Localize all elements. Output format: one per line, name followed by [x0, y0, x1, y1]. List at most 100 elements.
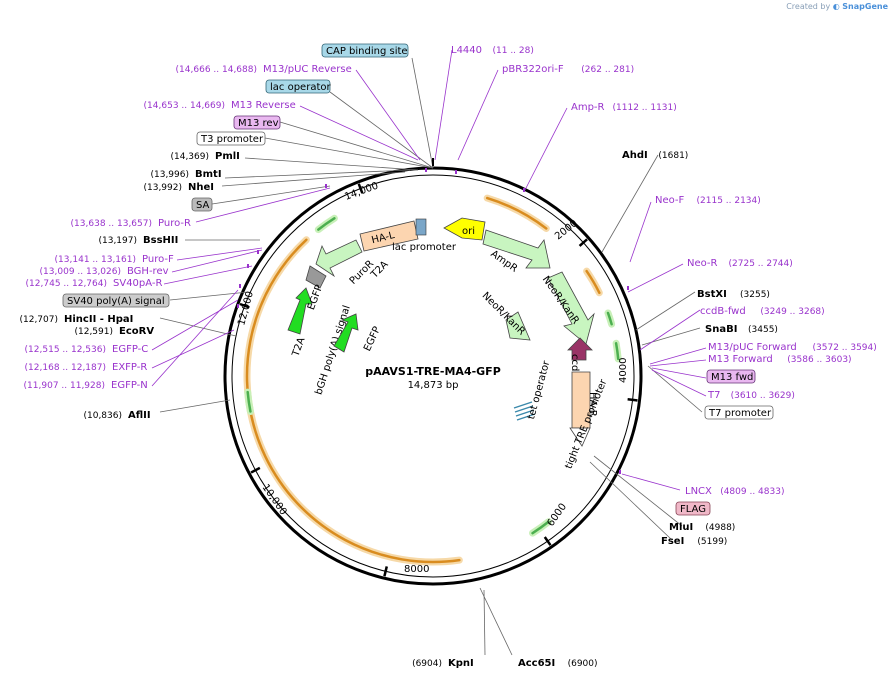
- leader-line: [151, 329, 235, 369]
- leader-line: [159, 399, 231, 413]
- tick-mark: [250, 466, 261, 474]
- t2a-mark: [305, 265, 327, 289]
- ori-feature[interactable]: [443, 217, 486, 241]
- primer-name: Neo-R: [687, 258, 718, 269]
- leader-line: [651, 367, 707, 379]
- backbone-inner: [231, 174, 635, 578]
- feature-box-label: SA: [196, 200, 210, 211]
- leader-line: [411, 57, 434, 169]
- primer-site-mark: [257, 250, 259, 254]
- enzyme-position: (6900): [568, 659, 598, 669]
- orf-arc: [317, 217, 336, 231]
- tight-tre-arrow: [569, 427, 591, 447]
- primer-name: M13 Forward: [708, 354, 773, 365]
- ha-r-label: HA-R: [587, 392, 598, 417]
- leader-line: [244, 157, 419, 171]
- leader-line: [629, 201, 652, 263]
- leader-line: [627, 263, 684, 293]
- primer-site-mark: [325, 184, 327, 188]
- feature-box[interactable]: [233, 115, 281, 130]
- enzyme-name: KpnI: [448, 658, 474, 669]
- enzyme-name: AflII: [128, 410, 151, 421]
- enzyme-name: Acc65I: [518, 658, 555, 669]
- enzyme-position: (3455): [748, 325, 778, 335]
- leader-line: [171, 249, 263, 273]
- enzyme-position: (14,369): [170, 152, 209, 162]
- feature-box[interactable]: [191, 197, 213, 212]
- primer-site-mark: [627, 286, 629, 290]
- leader-line: [651, 369, 707, 397]
- leader-line: [176, 247, 263, 261]
- primer-name: ccdB-fwd: [700, 306, 746, 317]
- feature-box[interactable]: [196, 131, 266, 146]
- enzyme-name: SnaBI: [705, 324, 737, 335]
- primer-range: (14,653 .. 14,669): [144, 101, 225, 111]
- primer-name: T7: [707, 390, 720, 401]
- feature-box[interactable]: [675, 501, 711, 516]
- orf-arc: [246, 390, 252, 413]
- tick-label: 14,000: [343, 181, 380, 203]
- enzyme-position: (5199): [697, 537, 727, 547]
- feature-box-label: CAP binding site: [326, 46, 408, 57]
- tick-label: 4000: [618, 358, 629, 383]
- enzyme-position: (10,836): [83, 411, 122, 421]
- primer-name: M13 Reverse: [231, 100, 296, 111]
- orf-arc: [245, 238, 461, 564]
- leader-line: [169, 291, 249, 301]
- egfp-feature-1[interactable]: [287, 287, 313, 335]
- tick-mark: [357, 183, 364, 194]
- enzyme-position: (6904): [412, 659, 442, 669]
- leader-line: [589, 461, 673, 541]
- primer-range: (3572 .. 3594): [813, 343, 877, 353]
- leader-line: [299, 105, 419, 161]
- egfp-label-1: EGFP: [306, 283, 325, 311]
- neor-kanr-feature-1[interactable]: [547, 271, 595, 345]
- snapgene-logo-icon: ◐: [832, 2, 840, 11]
- primer-site-mark: [239, 284, 241, 288]
- feature-box-label: lac operator: [270, 82, 331, 93]
- feature-box[interactable]: [704, 405, 774, 420]
- egfp-feature-2[interactable]: [333, 313, 359, 353]
- ampr-feature[interactable]: [482, 229, 551, 269]
- tick-label: 2000: [553, 218, 580, 242]
- tick-mark: [543, 536, 552, 546]
- tick-label: 8000: [404, 564, 429, 575]
- leader-line: [647, 365, 703, 413]
- feature-box[interactable]: [62, 293, 170, 308]
- primer-range: (3610 .. 3629): [731, 391, 795, 401]
- leader-line: [195, 187, 331, 223]
- enzyme-name: BmtI: [195, 169, 222, 180]
- feature-box[interactable]: [321, 43, 409, 58]
- puror-feature[interactable]: [315, 239, 363, 278]
- leader-line: [264, 137, 434, 169]
- neor-kanr-feature-2[interactable]: [505, 311, 531, 341]
- primer-range: (3586 .. 3603): [787, 355, 851, 365]
- primer-name: Puro-F: [142, 254, 174, 265]
- primer-range: (11,907 .. 11,928): [24, 381, 105, 391]
- primer-range: (13,638 .. 13,657): [71, 219, 152, 229]
- enzyme-position: (12,707): [19, 315, 58, 325]
- ha-l-feature[interactable]: [359, 220, 419, 252]
- feature-box-label: T7 promoter: [708, 408, 772, 419]
- feature-box[interactable]: [706, 369, 756, 384]
- primer-range: (2115 .. 2134): [697, 196, 761, 206]
- primer-range: (12,515 .. 12,536): [25, 345, 106, 355]
- primer-range: (12,168 .. 12,187): [25, 363, 106, 373]
- feature-box[interactable]: [265, 79, 331, 94]
- orf-arc: [485, 196, 548, 230]
- leader-line: [159, 317, 237, 337]
- enzyme-position: (4988): [705, 523, 735, 533]
- feature-box-label: M13 fwd: [711, 372, 753, 383]
- leader-lines: [151, 49, 707, 656]
- ccdb-feature[interactable]: [567, 337, 593, 361]
- enzyme-name: BssHII: [143, 235, 178, 246]
- primer-name: L4440: [451, 45, 482, 56]
- leader-line: [635, 291, 696, 331]
- enzyme-position: (13,992): [143, 183, 182, 193]
- orf-arc-glow: [483, 194, 550, 232]
- egfp-label-2: EGFP: [362, 325, 383, 353]
- leader-line: [524, 107, 568, 191]
